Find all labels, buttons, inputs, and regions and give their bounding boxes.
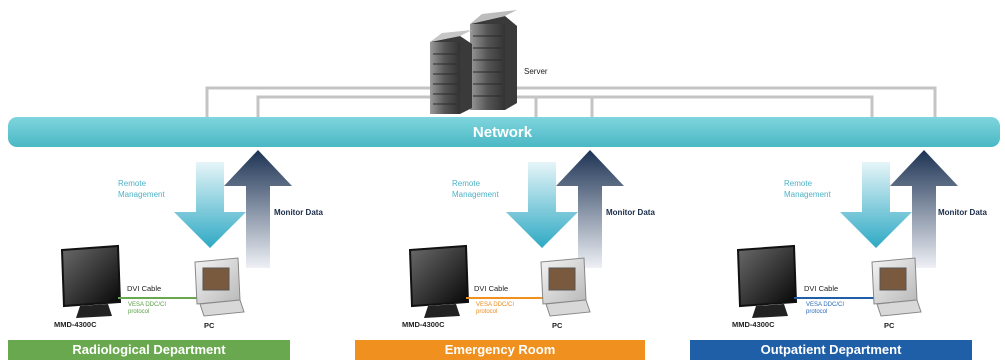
crt-pc-icon — [194, 257, 245, 317]
network-bar — [8, 117, 1000, 147]
dvi-cable-label: DVI Cable — [474, 284, 509, 293]
remote-management-label: Remote Management — [452, 179, 499, 199]
vesa-protocol-label: VESA DDC/CI protocol — [806, 302, 845, 315]
monitor-model-label: MMD-4300C — [54, 320, 97, 329]
remote-management-label: Remote Management — [784, 179, 831, 199]
dvi-cable-label: DVI Cable — [804, 284, 839, 293]
network-label: Network — [472, 124, 533, 141]
crt-pc-icon — [871, 257, 922, 317]
lcd-monitor-icon — [736, 244, 798, 318]
remote-management-arrow — [506, 162, 578, 248]
remote-management-label: Remote Management — [118, 179, 165, 199]
server-label: Server — [524, 67, 548, 76]
monitor-data-arrow — [556, 150, 624, 268]
remote-management-arrow — [174, 162, 246, 248]
monitor-data-label: Monitor Data — [606, 208, 655, 217]
remote-management-arrow — [840, 162, 912, 248]
pc-label: PC — [884, 321, 895, 330]
vesa-protocol-label: VESA DDC/CI protocol — [128, 302, 167, 315]
monitor-data-arrow — [224, 150, 292, 268]
department-label: Emergency Room — [355, 340, 645, 360]
department-label: Outpatient Department — [690, 340, 972, 360]
monitor-data-label: Monitor Data — [938, 208, 987, 217]
monitor-data-arrow — [890, 150, 958, 268]
crt-pc-icon — [540, 257, 591, 317]
dvi-cable-label: DVI Cable — [127, 284, 162, 293]
monitor-data-label: Monitor Data — [274, 208, 323, 217]
monitor-model-label: MMD-4300C — [732, 320, 775, 329]
server-connection-lines — [205, 86, 937, 118]
monitor-model-label: MMD-4300C — [402, 320, 445, 329]
server-rack-icon — [430, 10, 517, 114]
pc-label: PC — [552, 321, 563, 330]
pc-label: PC — [204, 321, 215, 330]
vesa-protocol-label: VESA DDC/CI protocol — [476, 302, 515, 315]
lcd-monitor-icon — [60, 244, 122, 318]
lcd-monitor-icon — [408, 244, 470, 318]
department-label: Radiological Department — [8, 340, 290, 360]
